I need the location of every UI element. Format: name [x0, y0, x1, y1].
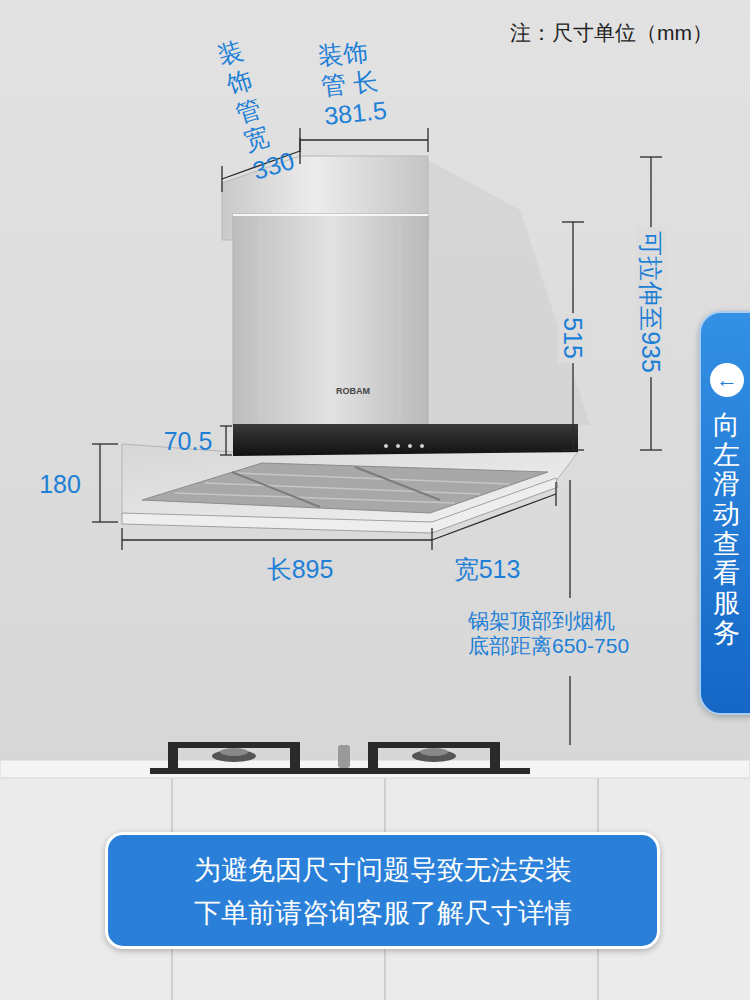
- cabinet: [0, 778, 750, 1000]
- dimension-label: 70.5: [164, 426, 213, 456]
- dimension-label: 长895: [267, 554, 334, 584]
- chimney: [222, 156, 428, 426]
- dimension-label: 515: [558, 313, 588, 363]
- dimension-label: 180: [39, 469, 81, 499]
- dimension-label: 装饰管 宽330: [214, 30, 298, 186]
- hood-shadow: [428, 160, 590, 425]
- unit-note: 注：尺寸单位（mm）: [510, 20, 713, 45]
- dimension-label: 装饰管 长381.5: [316, 35, 388, 131]
- unit-note: 注：尺寸单位（mm）: [510, 20, 713, 45]
- dimension-lines: [92, 128, 662, 745]
- brand-logo: ROBAM: [336, 386, 370, 397]
- distance-note: 锅架顶部到烟机 底部距离650-750: [468, 608, 638, 658]
- notice-banner: 为避免因尺寸问题导致无法安装 下单前请咨询客服了解尺寸详情: [105, 832, 660, 949]
- hood-body: [122, 424, 578, 533]
- wall: [0, 0, 750, 765]
- notice-text: 为避免因尺寸问题导致无法安装 下单前请咨询客服了解尺寸详情: [187, 849, 579, 935]
- tab-text: 向左滑动查看服务: [713, 411, 740, 649]
- gas-stove: [150, 742, 530, 774]
- swipe-tab: ← 向左滑动查看服务: [699, 311, 750, 715]
- dimension-label: 宽513: [454, 554, 521, 584]
- arrow-icon: ←: [710, 363, 744, 397]
- dimension-label: 可拉伸至935: [636, 227, 666, 377]
- distance-note: 锅架顶部到烟机 底部距离650-750: [468, 608, 638, 658]
